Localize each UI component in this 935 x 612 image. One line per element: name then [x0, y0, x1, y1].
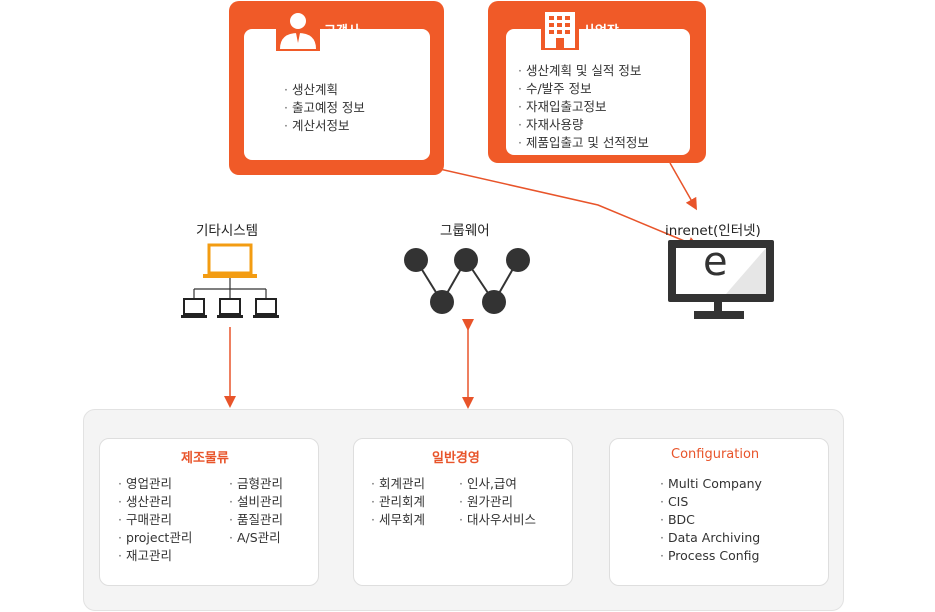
list-item: 설비관리 [229, 493, 283, 511]
list-item: 인사,급여 [459, 475, 536, 493]
list-item: BDC [660, 511, 762, 529]
list-item: A/S관리 [229, 529, 283, 547]
list-item: 제품입출고 및 선적정보 [518, 134, 649, 152]
manufacturing-list-1: 영업관리 생산관리 구매관리 project관리 재고관리 [118, 475, 192, 565]
list-item: 출고예정 정보 [284, 99, 365, 117]
list-item: 계산서정보 [284, 117, 365, 135]
manufacturing-list-2: 금형관리 설비관리 품질관리 A/S관리 [229, 475, 283, 547]
list-item: 회계관리 [371, 475, 425, 493]
list-item: Process Config [660, 547, 762, 565]
business-title: 사업장 [583, 24, 619, 39]
customer-list: 생산계획 출고예정 정보 계산서정보 [284, 81, 365, 135]
general-list-2: 인사,급여 원가관리 대사우서비스 [459, 475, 536, 529]
list-item: 품질관리 [229, 511, 283, 529]
list-item: CIS [660, 493, 762, 511]
manufacturing-title: 제조물류 [181, 451, 229, 466]
groupware-icon [404, 248, 530, 314]
other-system-label: 기타시스템 [196, 223, 259, 239]
laptop-icon [181, 243, 279, 318]
list-item: Data Archiving [660, 529, 762, 547]
list-item: 영업관리 [118, 475, 192, 493]
general-list-1: 회계관리 관리회계 세무회계 [371, 475, 425, 529]
list-item: 수/발주 정보 [518, 80, 649, 98]
general-title: 일반경영 [432, 451, 480, 466]
list-item: 원가관리 [459, 493, 536, 511]
config-title: Configuration [671, 447, 760, 462]
list-item: 관리회계 [371, 493, 425, 511]
building-icon [541, 8, 579, 50]
arrow-customer-to-internet [399, 159, 700, 249]
list-item: 대사우서비스 [459, 511, 536, 529]
monitor-screen-letter: e [703, 239, 728, 285]
list-item: 생산계획 및 실적 정보 [518, 62, 649, 80]
arrow-business-to-internet [669, 162, 697, 211]
list-item: Multi Company [660, 475, 762, 493]
config-list: Multi Company CIS BDC Data Archiving Pro… [660, 475, 762, 565]
inrenet-label: inrenet(인터넷) [665, 223, 761, 239]
list-item: 자재입출고정보 [518, 98, 649, 116]
list-item: 생산계획 [284, 81, 365, 99]
list-item: 자재사용량 [518, 116, 649, 134]
business-list: 생산계획 및 실적 정보 수/발주 정보 자재입출고정보 자재사용량 제품입출고… [518, 62, 649, 152]
list-item: 세무회계 [371, 511, 425, 529]
person-icon [276, 9, 320, 51]
list-item: 생산관리 [118, 493, 192, 511]
list-item: 재고관리 [118, 547, 192, 565]
list-item: 구매관리 [118, 511, 192, 529]
customer-title: 고객사 [324, 24, 360, 39]
list-item: project관리 [118, 529, 192, 547]
groupware-label: 그룹웨어 [440, 223, 490, 239]
list-item: 금형관리 [229, 475, 283, 493]
monitor-icon [668, 240, 774, 319]
